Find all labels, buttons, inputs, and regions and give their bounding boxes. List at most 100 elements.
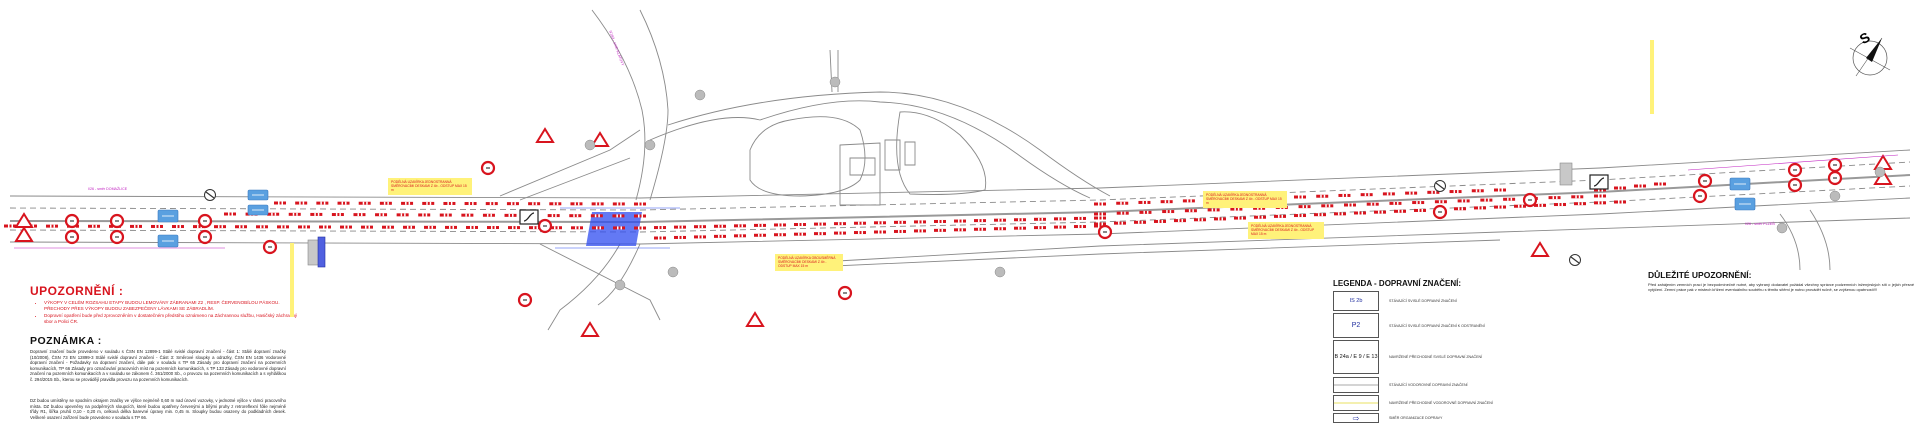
barrier-z2 [466,225,478,229]
barrier-z2 [256,225,268,229]
barrier-z2 [592,226,604,230]
main-road-lane-line [9,161,1911,211]
speed-limit-sign-icon [109,213,125,229]
important-notice-text: Před zahájením zemních prací je bezpodmí… [1648,282,1914,292]
loop-road-inner [749,116,866,197]
speed-limit-sign-icon [197,229,213,245]
barrier-z2 [1449,190,1462,194]
barrier-z2 [401,201,414,205]
barrier-z2 [550,226,562,230]
north-branch-road [591,9,646,201]
loop-road [667,91,1111,197]
speed-limit-sign-icon [837,285,853,301]
barrier-z2 [794,232,806,236]
barrier-z2 [834,222,846,226]
barrier-z2 [1434,200,1447,204]
warning-triangle-sign-icon [14,226,34,242]
barrier-z2 [1366,202,1379,206]
north-arrow-icon [1849,37,1891,77]
barrier-z2 [358,201,371,205]
barrier-z2 [934,219,946,223]
legend-row: B 24a / E 9 / E 13 NAVRŽENÉ PŘECHODNÉ SV… [1333,340,1593,374]
road-label-left: I/26 - směr DOMAŽLICE [88,187,128,191]
barrier-z2 [1116,201,1129,205]
barrier-z2 [461,213,474,217]
warning-item: Dopravní opatření bude před zprovozněním… [44,313,302,324]
barrier-z2 [316,201,329,205]
barrier-z2 [734,224,746,228]
barrier-z2 [1594,188,1606,192]
existing-sign-icon [694,89,706,101]
barrier-z2 [1094,216,1106,220]
barrier-z2 [1194,218,1206,222]
barrier-z2 [914,229,926,233]
barrier-z2 [694,225,706,229]
note-title: POZNÁMKA : [30,335,102,347]
barrier-z2 [1614,186,1626,190]
legend-row: STÁVAJÍCÍ VODOROVNÉ DOPRAVNÍ ZNAČENÍ [1333,377,1593,393]
barrier-z2 [612,214,625,218]
barrier-z2 [1474,206,1486,210]
existing-sign-icon [1874,166,1886,178]
warning-title: UPOZORNĚNÍ : [30,284,124,298]
barrier-z2 [1614,200,1626,204]
speed-limit-sign-icon [517,292,533,308]
barrier-z2 [954,219,966,223]
loop-road [649,100,1091,199]
barrier-z2 [571,226,583,230]
barrier-z2 [569,214,582,218]
barrier-z2 [1548,196,1561,200]
end-of-restriction-sign-icon [204,189,216,201]
barrier-z2 [529,226,541,230]
barrier-z2 [1094,202,1106,206]
barrier-z2 [1314,213,1326,217]
blue-arrow-board [317,236,326,268]
southwest-branch-road [539,243,661,321]
barrier-z2 [613,226,625,230]
barrier-z2 [1234,216,1246,220]
barrier-z2 [1014,218,1026,222]
closure-note: PODÉLNÁ UZAVÍRKA JEDNOSTRANNÁ SMĚROVACÍM… [388,178,472,195]
barrier-z2 [422,201,435,205]
barrier-z2 [994,227,1006,231]
warning-triangle-sign-icon [1873,169,1893,185]
north-branch-road [639,9,669,201]
barrier-z2 [1494,188,1506,192]
barrier-z2 [4,224,16,228]
speed-limit-sign-icon [1097,224,1113,240]
barrier-z2 [1184,209,1197,213]
barrier-z2 [443,201,456,205]
barrier-z2 [1382,192,1395,196]
barrier-z2 [1114,221,1126,225]
closure-note-vertical [1650,40,1654,114]
legend-title: LEGENDA - DOPRAVNÍ ZNAČENÍ: [1333,279,1461,288]
warning-triangle-sign-icon [580,321,600,337]
important-notice-title: DŮLEŽITÉ UPOZORNĚNÍ: [1648,270,1752,280]
speed-limit-sign-icon [1787,177,1803,193]
barrier-z2 [694,235,706,239]
barrier-z2 [1457,199,1470,203]
barrier-z2 [1321,204,1334,208]
temporary-marking-symbol [1333,395,1379,411]
speed-limit-sign-icon [1827,170,1843,186]
dimension-lines [14,154,1899,249]
existing-sign-icon [1829,190,1841,202]
barrier-z2 [874,230,886,234]
existing-sign-icon [1776,222,1788,234]
speed-limit-sign-icon [1787,162,1803,178]
speed-limit-sign-icon [537,218,553,234]
existing-sign-symbol: IS 2b [1333,291,1379,311]
south-branch-road [547,243,621,331]
legend-label: STÁVAJÍCÍ VODOROVNÉ DOPRAVNÍ ZNAČENÍ [1389,383,1468,387]
note-paragraph: Dopravní značení bude provedeno v soulad… [30,349,286,382]
barrier-z2 [445,225,457,229]
barrier-z2 [1160,200,1173,204]
barrier-z2 [528,202,541,206]
barrier-z2 [1207,208,1220,212]
barrier-z2 [1574,202,1586,206]
barrier-z2 [1344,203,1356,207]
barrier-z2 [734,234,746,238]
barrier-z2 [88,224,100,228]
barrier-z2 [1571,195,1584,199]
